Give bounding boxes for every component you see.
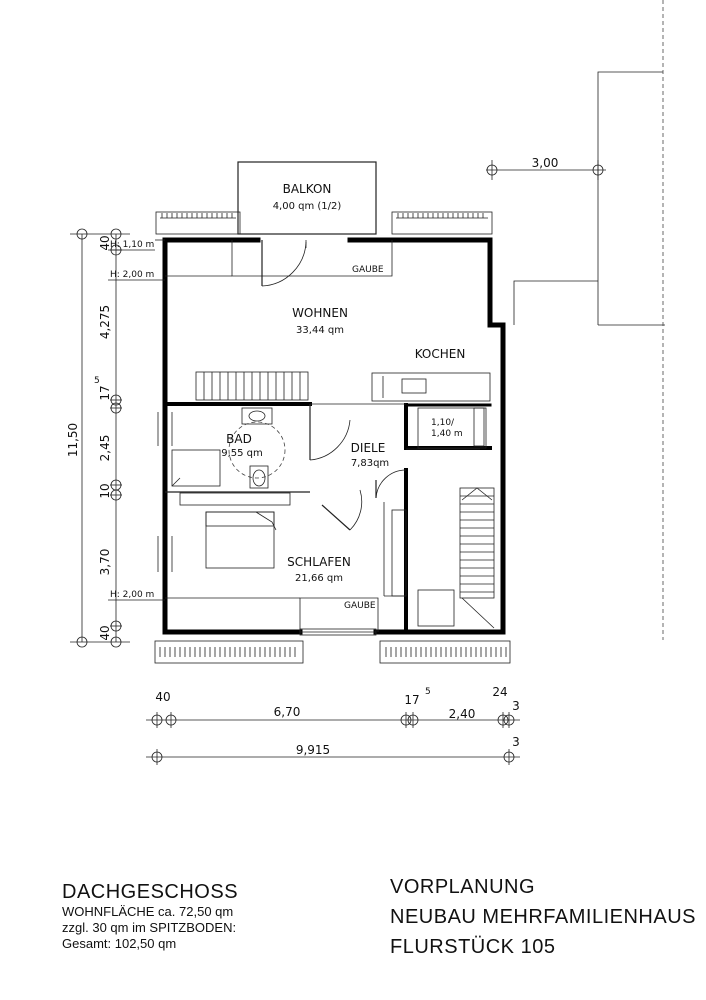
footer-left-block: DACHGESCHOSS WOHNFLÄCHE ca. 72,50 qm zzg… — [62, 880, 238, 952]
footer-right-block: VORPLANUNG NEUBAU MEHRFAMILIENHAUS FLURS… — [390, 872, 696, 962]
balcony — [237, 161, 377, 235]
closet-size-2: 1,40 m — [431, 429, 463, 439]
diele-doors — [309, 403, 407, 531]
dormer-bottom-right — [379, 640, 511, 664]
dim-v-part-1: 40 — [98, 235, 112, 250]
height-label-2: H: 2,00 m — [110, 270, 154, 280]
dim-bottom-4: 5 — [425, 687, 431, 697]
project-line-1: VORPLANUNG — [390, 876, 536, 898]
dim-bottom-2: 6,70 — [274, 705, 301, 719]
dormer-bottom-left — [154, 640, 304, 664]
dim-bottom-6: 24 — [492, 685, 507, 699]
window-bottom — [299, 628, 377, 636]
stair-living — [195, 371, 309, 401]
height-label-1: H: 1,10 m — [110, 240, 154, 250]
bad-label: BAD — [226, 432, 252, 446]
balkon-area: 4,00 qm (1/2) — [273, 201, 342, 212]
gaube-bottom-label: GAUBE — [344, 601, 376, 611]
dim-bottom-1: 40 — [155, 690, 170, 704]
kitchen-counter — [371, 372, 491, 402]
dim-v-part-8: 40 — [98, 625, 112, 640]
dim-v-part-7: 3,70 — [98, 549, 112, 576]
wohnen-area: 33,44 qm — [296, 325, 344, 336]
dim-v-part-6: 10 — [98, 483, 112, 498]
dim-bottom-7: 3 — [512, 699, 520, 713]
project-line-3: FLURSTÜCK 105 — [390, 936, 556, 958]
closet — [406, 407, 487, 450]
knee-wall-lines — [155, 239, 300, 599]
schlafen-area: 21,66 qm — [295, 573, 343, 584]
side-windows-left — [157, 412, 173, 572]
kochen-label: KOCHEN — [415, 347, 466, 361]
gaube-outlines — [231, 240, 393, 632]
stair-right — [417, 487, 495, 629]
dim-bottom-total: 9,915 — [296, 743, 330, 757]
balcony-door — [261, 240, 307, 287]
dim-top-right-value: 3,00 — [532, 156, 559, 170]
dim-v-part-4: 5 — [94, 376, 100, 386]
project-line-2: NEUBAU MEHRFAMILIENHAUS — [390, 906, 696, 928]
floor-info-line-2: zzgl. 30 qm im SPITZBODEN: — [62, 920, 237, 935]
dormer-top-right — [391, 211, 493, 235]
floor-title: DACHGESCHOSS — [62, 881, 239, 903]
dim-bottom-total-small: 3 — [512, 735, 520, 749]
dim-top-right — [486, 160, 606, 180]
floor-info-line-1: WOHNFLÄCHE ca. 72,50 qm — [62, 904, 234, 919]
closet-size-1: 1,10/ — [431, 418, 455, 428]
bottom-dimension-chain — [146, 712, 520, 765]
bad-area: 9,55 qm — [221, 448, 263, 459]
height-label-3: H: 2,00 m — [110, 590, 154, 600]
dim-vertical-total: 11,50 — [66, 423, 80, 457]
diele-area: 7,83qm — [351, 458, 389, 469]
dim-v-part-5: 2,45 — [98, 435, 112, 462]
schlafen-label: SCHLAFEN — [287, 555, 351, 569]
dim-bottom-5: 2,40 — [449, 707, 476, 721]
wohnen-label: WOHNEN — [292, 306, 348, 320]
bathroom-fixtures — [165, 407, 310, 493]
dim-v-part-2: 4,275 — [98, 305, 112, 339]
neighbor-building — [513, 0, 665, 640]
dim-v-part-3: 17 — [98, 385, 112, 400]
dormer-top-left — [155, 211, 241, 235]
gaube-top-label: GAUBE — [352, 265, 384, 275]
balkon-label: BALKON — [283, 182, 332, 196]
diele-label: DIELE — [351, 441, 386, 455]
bedroom-furniture — [179, 492, 407, 597]
floor-info-line-3: Gesamt: 102,50 qm — [62, 936, 177, 951]
vertical-dimension-chain — [70, 228, 130, 648]
dim-bottom-3: 17 — [404, 693, 419, 707]
